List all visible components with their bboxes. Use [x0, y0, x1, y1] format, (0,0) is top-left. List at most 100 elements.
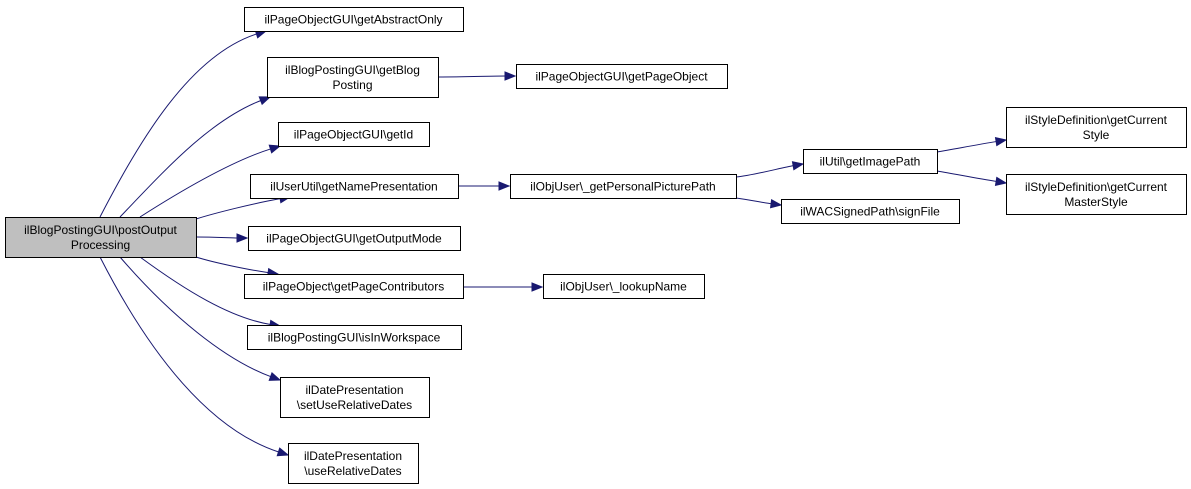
- node-box[interactable]: [250, 174, 459, 199]
- node-lookupName[interactable]: ilObjUser\_lookupName: [543, 274, 705, 299]
- node-getOutputMode[interactable]: ilPageObjectGUI\getOutputMode: [248, 226, 461, 251]
- node-label: ilPageObjectGUI\getPageObject: [535, 70, 708, 84]
- arrowhead-icon: [268, 144, 282, 154]
- edge-line: [99, 256, 280, 453]
- edge-line: [119, 99, 262, 218]
- edge-line: [437, 75, 507, 78]
- node-label: ilStyleDefinition\getCurrent: [1025, 180, 1168, 194]
- edge-line: [936, 170, 998, 183]
- arrowhead-icon: [994, 176, 1008, 187]
- arrowhead-icon: [258, 96, 272, 106]
- edge-line: [195, 236, 239, 239]
- node-box[interactable]: [516, 64, 728, 89]
- node-isInWorkspace[interactable]: ilBlogPostingGUI\isInWorkspace: [247, 325, 462, 350]
- node-box[interactable]: [1006, 174, 1187, 215]
- edge-getNamePresentation-to-getPersonalPicturePath: [458, 181, 511, 191]
- node-getId[interactable]: ilPageObjectGUI\getId: [278, 122, 430, 147]
- arrowhead-icon: [531, 282, 544, 292]
- node-box[interactable]: [244, 7, 464, 32]
- node-label: \setUseRelativeDates: [297, 398, 412, 412]
- node-label: ilDatePresentation: [305, 383, 403, 397]
- node-label: ilObjUser\_lookupName: [560, 280, 687, 294]
- edge-line: [139, 256, 272, 326]
- edge-getImagePath-to-getCurrentStyle: [936, 136, 1008, 153]
- node-box[interactable]: [280, 377, 430, 418]
- node-label: ilPageObjectGUI\getId: [294, 128, 413, 142]
- arrowhead-icon: [276, 447, 290, 457]
- node-box[interactable]: [5, 217, 197, 258]
- node-label: ilWACSignedPath\signFile: [800, 205, 940, 219]
- edge-line: [735, 165, 795, 178]
- node-box[interactable]: [248, 226, 461, 251]
- node-getPageObject[interactable]: ilPageObjectGUI\getPageObject: [516, 64, 728, 89]
- node-box[interactable]: [803, 149, 938, 174]
- node-label: MasterStyle: [1064, 195, 1128, 209]
- edge-root-to-useRelativeDates: [99, 256, 290, 457]
- edge-line: [99, 33, 258, 218]
- node-label: ilStyleDefinition\getCurrent: [1025, 113, 1168, 127]
- node-getPersonalPicturePath[interactable]: ilObjUser\_getPersonalPicturePath: [510, 174, 737, 199]
- node-box[interactable]: [278, 122, 430, 147]
- arrowhead-icon: [504, 71, 517, 81]
- node-useRelativeDates[interactable]: ilDatePresentation\useRelativeDates: [288, 443, 419, 484]
- node-box[interactable]: [781, 199, 960, 224]
- node-box[interactable]: [288, 443, 419, 484]
- node-label: ilObjUser\_getPersonalPicturePath: [530, 180, 715, 194]
- arrowhead-icon: [769, 198, 783, 209]
- edge-getImagePath-to-getCurrentMasterStyle: [936, 170, 1008, 187]
- node-getImagePath[interactable]: ilUtil\getImagePath: [803, 149, 938, 174]
- node-label: ilPageObject\getPageContributors: [263, 280, 444, 294]
- node-label: ilPageObjectGUI\getAbstractOnly: [264, 13, 442, 27]
- node-label: Processing: [71, 238, 130, 252]
- node-label: ilBlogPostingGUI\postOutput: [24, 223, 177, 237]
- node-getPageContributors[interactable]: ilPageObject\getPageContributors: [244, 274, 464, 299]
- arrowhead-icon: [994, 136, 1008, 147]
- edge-root-to-getPageContributors: [195, 256, 280, 278]
- node-box[interactable]: [543, 274, 705, 299]
- arrowhead-icon: [236, 233, 249, 243]
- node-box[interactable]: [267, 57, 439, 98]
- node-label: \useRelativeDates: [304, 464, 401, 478]
- edge-root-to-setUseRelativeDates: [119, 256, 282, 381]
- edge-getPersonalPicturePath-to-getImagePath: [735, 161, 805, 178]
- arrowhead-icon: [268, 371, 282, 381]
- node-label: Style: [1083, 128, 1110, 142]
- arrowhead-icon: [791, 161, 805, 171]
- node-setUseRelativeDates[interactable]: ilDatePresentation\setUseRelativeDates: [280, 377, 430, 418]
- node-box[interactable]: [1006, 107, 1187, 148]
- node-box[interactable]: [247, 325, 462, 350]
- edge-getPersonalPicturePath-to-signFile: [735, 197, 783, 209]
- edge-line: [119, 256, 272, 378]
- edge-line: [195, 198, 282, 220]
- edge-getPageContributors-to-lookupName: [463, 282, 544, 292]
- edge-root-to-getId: [139, 144, 282, 218]
- node-getNamePresentation[interactable]: ilUserUtil\getNamePresentation: [250, 174, 459, 199]
- edges-layer: [99, 29, 1008, 457]
- node-label: ilUserUtil\getNamePresentation: [270, 180, 437, 194]
- node-label: ilDatePresentation: [304, 449, 402, 463]
- edge-root-to-getBlogPosting: [119, 96, 272, 218]
- edge-line: [936, 140, 998, 153]
- edge-line: [195, 256, 270, 274]
- edge-getBlogPosting-to-getPageObject: [437, 71, 517, 81]
- edge-root-to-getOutputMode: [195, 233, 249, 243]
- edge-root-to-getAbstractOnly: [99, 29, 268, 218]
- node-box[interactable]: [244, 274, 464, 299]
- node-getAbstractOnly[interactable]: ilPageObjectGUI\getAbstractOnly: [244, 7, 464, 32]
- edge-line: [735, 197, 773, 205]
- arrowhead-icon: [498, 181, 511, 191]
- node-label: Posting: [332, 78, 372, 92]
- node-label: ilUtil\getImagePath: [820, 155, 921, 169]
- node-label: ilBlogPostingGUI\isInWorkspace: [268, 331, 441, 345]
- node-signFile[interactable]: ilWACSignedPath\signFile: [781, 199, 960, 224]
- node-label: ilBlogPostingGUI\getBlog: [285, 63, 420, 77]
- edge-line: [139, 148, 272, 218]
- node-box[interactable]: [510, 174, 737, 199]
